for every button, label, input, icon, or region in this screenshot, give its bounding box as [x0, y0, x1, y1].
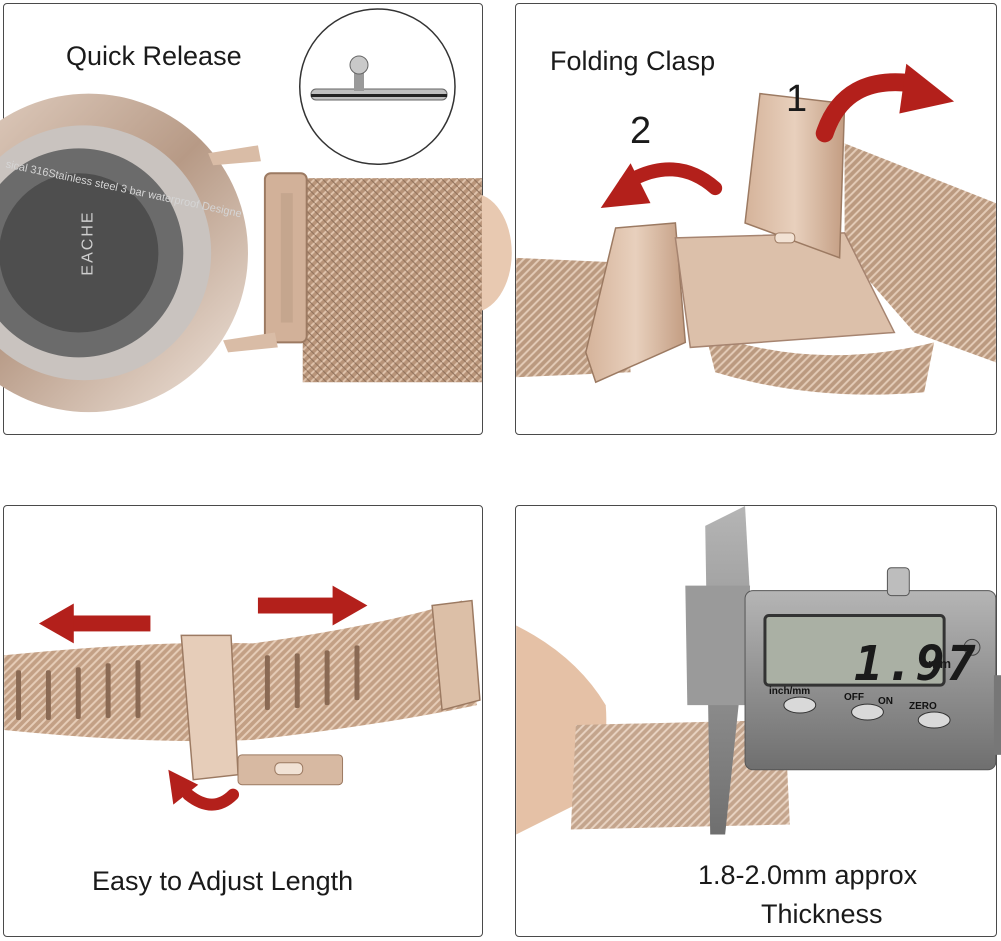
caliper-reading: 1.97: [854, 636, 978, 692]
panel-folding-clasp: Folding Clasp 1 2: [515, 3, 997, 435]
caption-thickness-line1: 1.8-2.0mm approx: [698, 860, 918, 890]
quick-release-illustration: [0, 8, 512, 413]
step-number-1: 1: [786, 78, 808, 120]
straight-arrow-icon: [65, 615, 151, 632]
watch-brand: EACHE: [79, 210, 97, 276]
caliper-button-off: OFF: [844, 692, 864, 703]
caliper-button-unit-toggle: inch/mm: [769, 686, 811, 697]
caption-adjust-length: Easy to Adjust Length: [92, 866, 354, 896]
caliper-button-on: ON: [878, 696, 893, 707]
panel-quick-release: Quick Release EACHE sical 316Stainless s…: [0, 3, 512, 435]
caption-folding-clasp: Folding Clasp: [550, 46, 716, 76]
panel-thickness: 1.97 mm inch/mm OFF ON ZERO 1.8-2.0mm ap…: [515, 505, 1001, 937]
caliper-illustration: [516, 506, 1001, 835]
caliper-unit: mm: [928, 656, 952, 671]
curved-arrow-icon: [815, 73, 924, 143]
caption-thickness-line2: Thickness: [761, 899, 883, 929]
folding-clasp-illustration: [516, 63, 996, 395]
adjust-length-illustration: [4, 585, 481, 811]
panel-adjust-length: Easy to Adjust Length: [3, 505, 483, 937]
caliper-button-zero: ZERO: [909, 701, 937, 712]
step-number-2: 2: [630, 110, 652, 152]
caption-quick-release: Quick Release: [66, 41, 242, 71]
spring-bar-pin-icon: [310, 55, 448, 101]
